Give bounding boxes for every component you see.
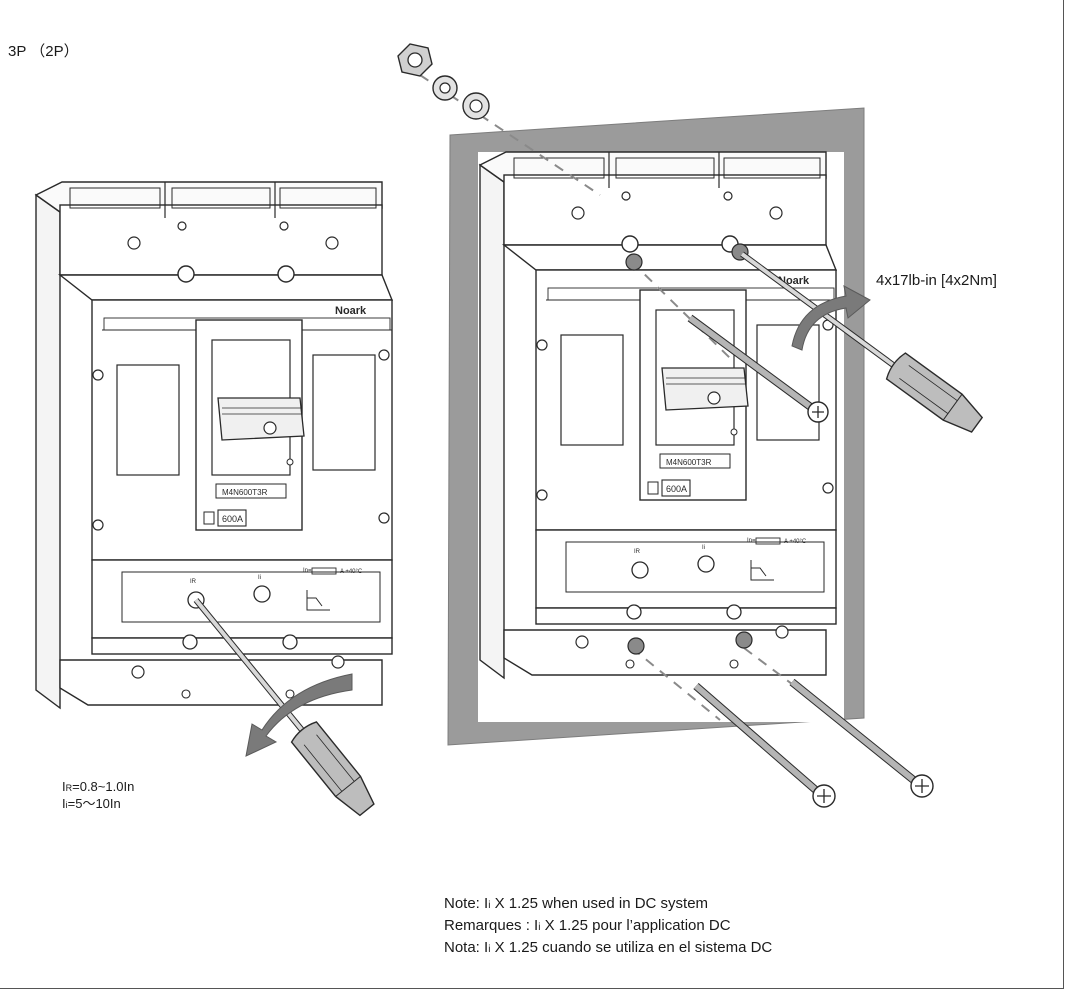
note-english: Note: Ii X 1.25 when used in DC system xyxy=(444,894,772,916)
curve-temp-right: A +40°C xyxy=(784,539,807,545)
ii-subscript: i xyxy=(65,800,68,810)
trip-settings: IR=0.8~1.0In Ii=5～10In xyxy=(62,779,134,813)
dc-system-notes: Note: Ii X 1.25 when used in DC system R… xyxy=(444,894,772,960)
note-subscript: i xyxy=(538,922,541,933)
breaker-mounted-view xyxy=(478,151,844,722)
rotation-arrow-left xyxy=(245,673,353,757)
ir-subscript: R xyxy=(65,783,73,793)
ii-dial-label-left: Ii xyxy=(258,575,261,581)
tightening-torque-label: 4x17lb-in [4x2Nm] xyxy=(876,272,997,289)
note-symbol: I xyxy=(534,917,539,934)
note-prefix: Remarques : xyxy=(444,917,535,934)
note-subscript: i xyxy=(488,944,491,955)
ir-setting-row: IR=0.8~1.0In xyxy=(62,779,134,796)
breaker-rating-left: 600A xyxy=(222,514,243,524)
note-french: Remarques : Ii X 1.25 pour l’application… xyxy=(444,916,772,938)
curve-temp-left: A +40°C xyxy=(340,569,363,575)
breaker-front-view xyxy=(35,181,393,709)
note-prefix: Note: xyxy=(444,895,485,912)
frame-bottom-border xyxy=(0,988,1064,989)
rotation-arrow-right xyxy=(791,285,871,351)
ir-range: =0.8~1.0In xyxy=(72,779,135,794)
ir-dial-label-right: IR xyxy=(634,549,641,555)
note-spanish: Nota: Ii X 1.25 cuando se utiliza en el … xyxy=(444,938,772,960)
note-prefix: Nota: xyxy=(444,939,485,956)
frame-right-border xyxy=(1063,0,1064,989)
breaker-brand-left: Noark xyxy=(335,305,367,317)
note-subscript: i xyxy=(488,900,491,911)
ii-range: =5～10In xyxy=(67,796,121,811)
note-text: X 1.25 pour l’application DC xyxy=(540,917,731,934)
curve-label-right: In= xyxy=(747,538,756,544)
nut-washer-set xyxy=(397,43,490,120)
note-text: X 1.25 when used in DC system xyxy=(490,895,709,912)
note-symbol: I xyxy=(484,939,489,956)
breaker-rating-right: 600A xyxy=(666,484,687,494)
note-symbol: I xyxy=(484,895,489,912)
ir-symbol: I xyxy=(62,779,66,794)
mounting-screws-bottom xyxy=(627,631,934,808)
breaker-model-right: M4N600T3R xyxy=(666,458,712,467)
ii-symbol: I xyxy=(62,796,66,811)
pole-configuration-label: 3P （2P） xyxy=(8,43,79,60)
ii-dial-label-right: Ii xyxy=(702,545,705,551)
breaker-model-left: M4N600T3R xyxy=(222,488,268,497)
curve-label-left: In= xyxy=(303,568,312,574)
ii-setting-row: Ii=5～10In xyxy=(62,796,134,813)
ir-dial-label-left: IR xyxy=(190,579,197,585)
note-text: X 1.25 cuando se utiliza en el sistema D… xyxy=(490,939,773,956)
